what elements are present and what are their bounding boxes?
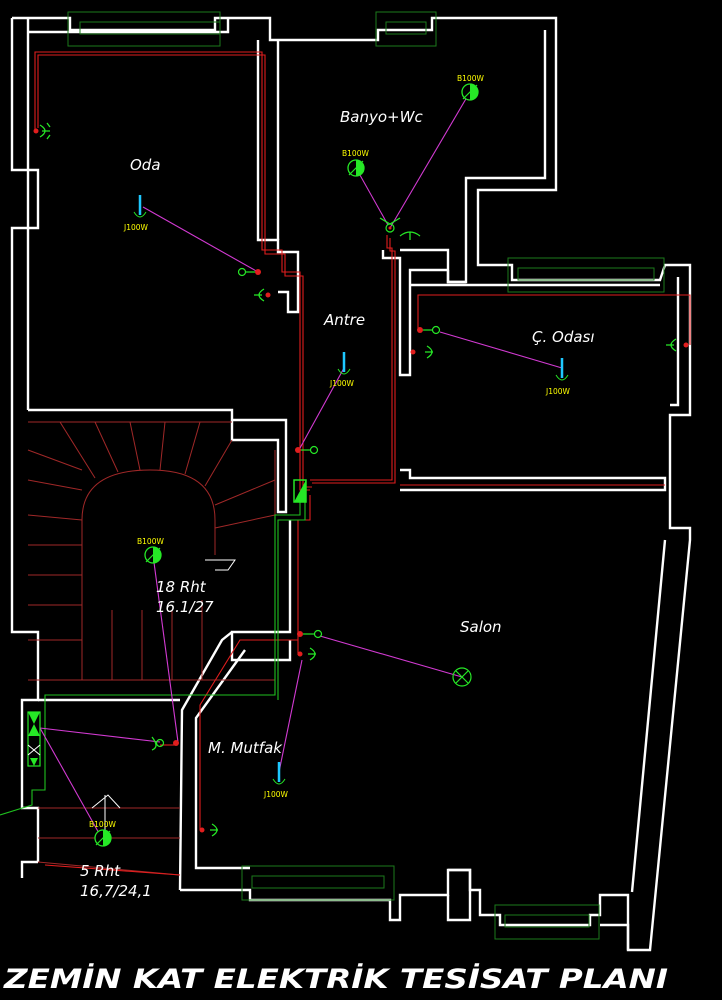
socket-icon	[666, 338, 689, 352]
pendant-lamp-icon	[555, 358, 569, 381]
lamp-label-banyo-2: B100W	[342, 149, 369, 158]
stair-lower-dim: 16,7/24,1	[80, 882, 152, 900]
ceiling-lamp-icon	[461, 83, 479, 101]
pendant-label-oda: J100W	[123, 223, 149, 232]
ceiling-lamp-icon	[347, 159, 365, 177]
lamp-label-lower-stairs: B100W	[89, 820, 116, 829]
stair-timer-icon	[27, 711, 41, 767]
lamp-label-stairs: B100W	[137, 537, 164, 546]
socket-icon	[399, 231, 421, 240]
plan-title: ZEMİN KAT ELEKTRİK TESİSAT PLANI	[3, 963, 668, 995]
red-cables	[34, 51, 691, 876]
room-label-cocuk-odasi: Ç. Odası	[532, 328, 595, 346]
staircase	[27, 421, 276, 876]
ceiling-outlet-icon	[452, 667, 472, 687]
pendant-label-antre: J100W	[329, 379, 355, 388]
room-label-antre: Antre	[323, 311, 365, 329]
stair-upper-count: 18 Rht	[156, 578, 207, 596]
socket-icon	[33, 122, 51, 140]
switch-icon	[297, 629, 323, 639]
ceiling-lamp-icon	[144, 546, 162, 564]
lamp-label-banyo-1: B100W	[457, 74, 484, 83]
ceiling-lamp-icon	[94, 829, 112, 847]
socket-icon	[297, 647, 316, 661]
stair-upper-dim: 16.1/27	[156, 598, 214, 616]
switch-icon	[237, 267, 261, 277]
walls	[10, 16, 692, 952]
pendant-label-mutfak: J100W	[263, 790, 289, 799]
room-label-banyo: Banyo+Wc	[340, 108, 423, 126]
distribution-panel-icon	[293, 479, 307, 503]
room-label-mutfak: M. Mutfak	[208, 739, 283, 757]
switch-icon	[151, 736, 179, 751]
pendant-lamp-icon	[337, 352, 351, 375]
switch-icon	[379, 217, 401, 233]
socket-icon	[410, 345, 433, 359]
socket-icon	[254, 288, 271, 302]
switch-links	[39, 91, 563, 836]
pendant-lamp-icon	[133, 195, 147, 218]
switch-icon	[295, 445, 319, 455]
pendant-label-cocuk: J100W	[545, 387, 571, 396]
socket-icon	[199, 823, 218, 837]
stair-lower-count: 5 Rht	[80, 862, 121, 880]
pendant-lamp-icon	[272, 762, 286, 785]
windows	[67, 11, 665, 940]
room-label-oda: Oda	[130, 156, 161, 174]
room-label-salon: Salon	[460, 618, 502, 636]
switch-icon	[417, 325, 441, 335]
green-cables	[0, 495, 306, 816]
